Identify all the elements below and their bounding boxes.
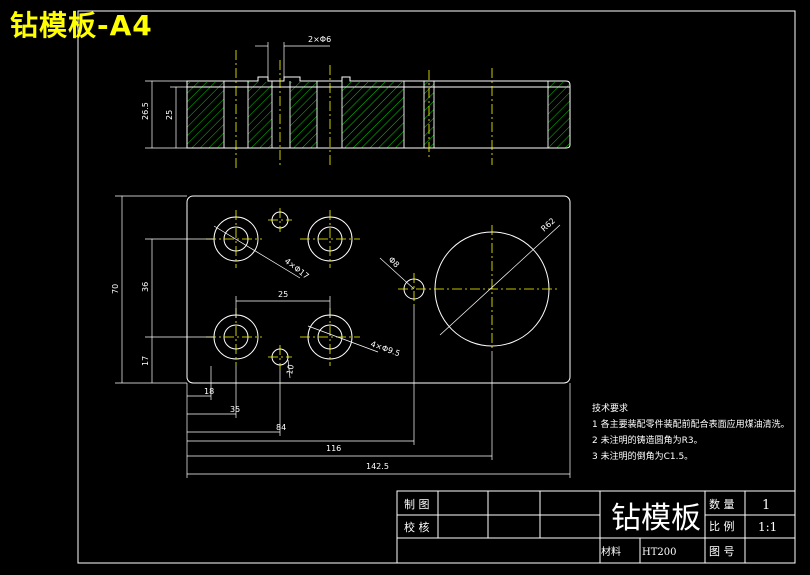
dim-35: 35 — [230, 405, 240, 414]
dim-116: 116 — [326, 444, 341, 453]
title-block — [396, 490, 796, 564]
section-hatch-2 — [248, 82, 272, 148]
dim-hole-spacing-v: 36 — [141, 282, 150, 292]
dim-hole-callout-top: 2×Φ6 — [308, 35, 331, 44]
dimension-text-group: 2×Φ6 26.5 25 70 36 17 25 R62 4×Φ17 4×Φ9.… — [111, 35, 557, 471]
tb-drawn-label: 制 图 — [404, 498, 430, 511]
section-hatch-1 — [187, 82, 224, 148]
tb-material-value: HT200 — [642, 547, 676, 558]
drawing-frame — [77, 10, 796, 564]
dim-bottom-offset: 17 — [141, 356, 150, 366]
page-title: 钻模板-A4 — [10, 9, 153, 42]
tech-requirement-item: 3 未注明的倒角为C1.5。 — [592, 452, 694, 462]
dim-height-outer: 26.5 — [141, 102, 150, 120]
dim-small-offset: 10 — [285, 364, 296, 376]
section-hatch-6 — [548, 82, 570, 148]
dim-big-radius: R62 — [539, 216, 557, 233]
section-height-dims — [145, 80, 187, 149]
tb-material-label: 材料 — [601, 545, 621, 558]
small-holes — [271, 211, 425, 366]
section-centerlines — [235, 50, 493, 170]
section-hole-edges — [187, 81, 570, 148]
tech-requirements-title: 技术要求 — [592, 404, 629, 414]
plan-view — [115, 195, 571, 478]
plan-dimension-lines — [115, 195, 571, 478]
dim-cbore-upper: 4×Φ17 — [283, 256, 311, 281]
dim-overall-height: 70 — [111, 284, 120, 294]
title-block-text: 制 图 校 核 钻模板 数 量 1 比 例 1:1 材料 HT200 图 号 — [404, 498, 777, 558]
tb-checked-label: 校 核 — [404, 520, 430, 534]
dim-18: 18 — [204, 387, 214, 396]
tb-part-name: 钻模板 — [611, 501, 701, 536]
tech-requirement-item: 1 各主要装配零件装配前配合表面应用煤油清洗。 — [592, 420, 790, 430]
section-hatch-3 — [290, 82, 317, 148]
tb-qty-value: 1 — [762, 498, 770, 513]
tech-requirement-item: 2 未注明的铸造圆角为R3。 — [592, 436, 703, 446]
section-hatch-4 — [342, 82, 404, 148]
dim-84: 84 — [276, 423, 286, 432]
tb-qty-label: 数 量 — [709, 498, 735, 511]
plate-outline — [186, 195, 571, 384]
dim-cbore-lower: 4×Φ9.5 — [369, 339, 401, 358]
dim-height-inner: 25 — [165, 110, 174, 120]
tb-drawing-no-label: 图 号 — [709, 545, 735, 558]
dim-small-hole: Φ8 — [387, 255, 401, 269]
tb-scale-value: 1:1 — [758, 520, 777, 534]
dim-total: 142.5 — [366, 462, 389, 471]
tech-requirements: 技术要求 1 各主要装配零件装配前配合表面应用煤油清洗。 2 未注明的铸造圆角为… — [592, 401, 807, 465]
section-view — [145, 42, 571, 170]
tb-scale-label: 比 例 — [709, 519, 735, 533]
top-hole-callout-lines — [255, 42, 330, 77]
dim-hole-spacing-h: 25 — [278, 290, 288, 299]
